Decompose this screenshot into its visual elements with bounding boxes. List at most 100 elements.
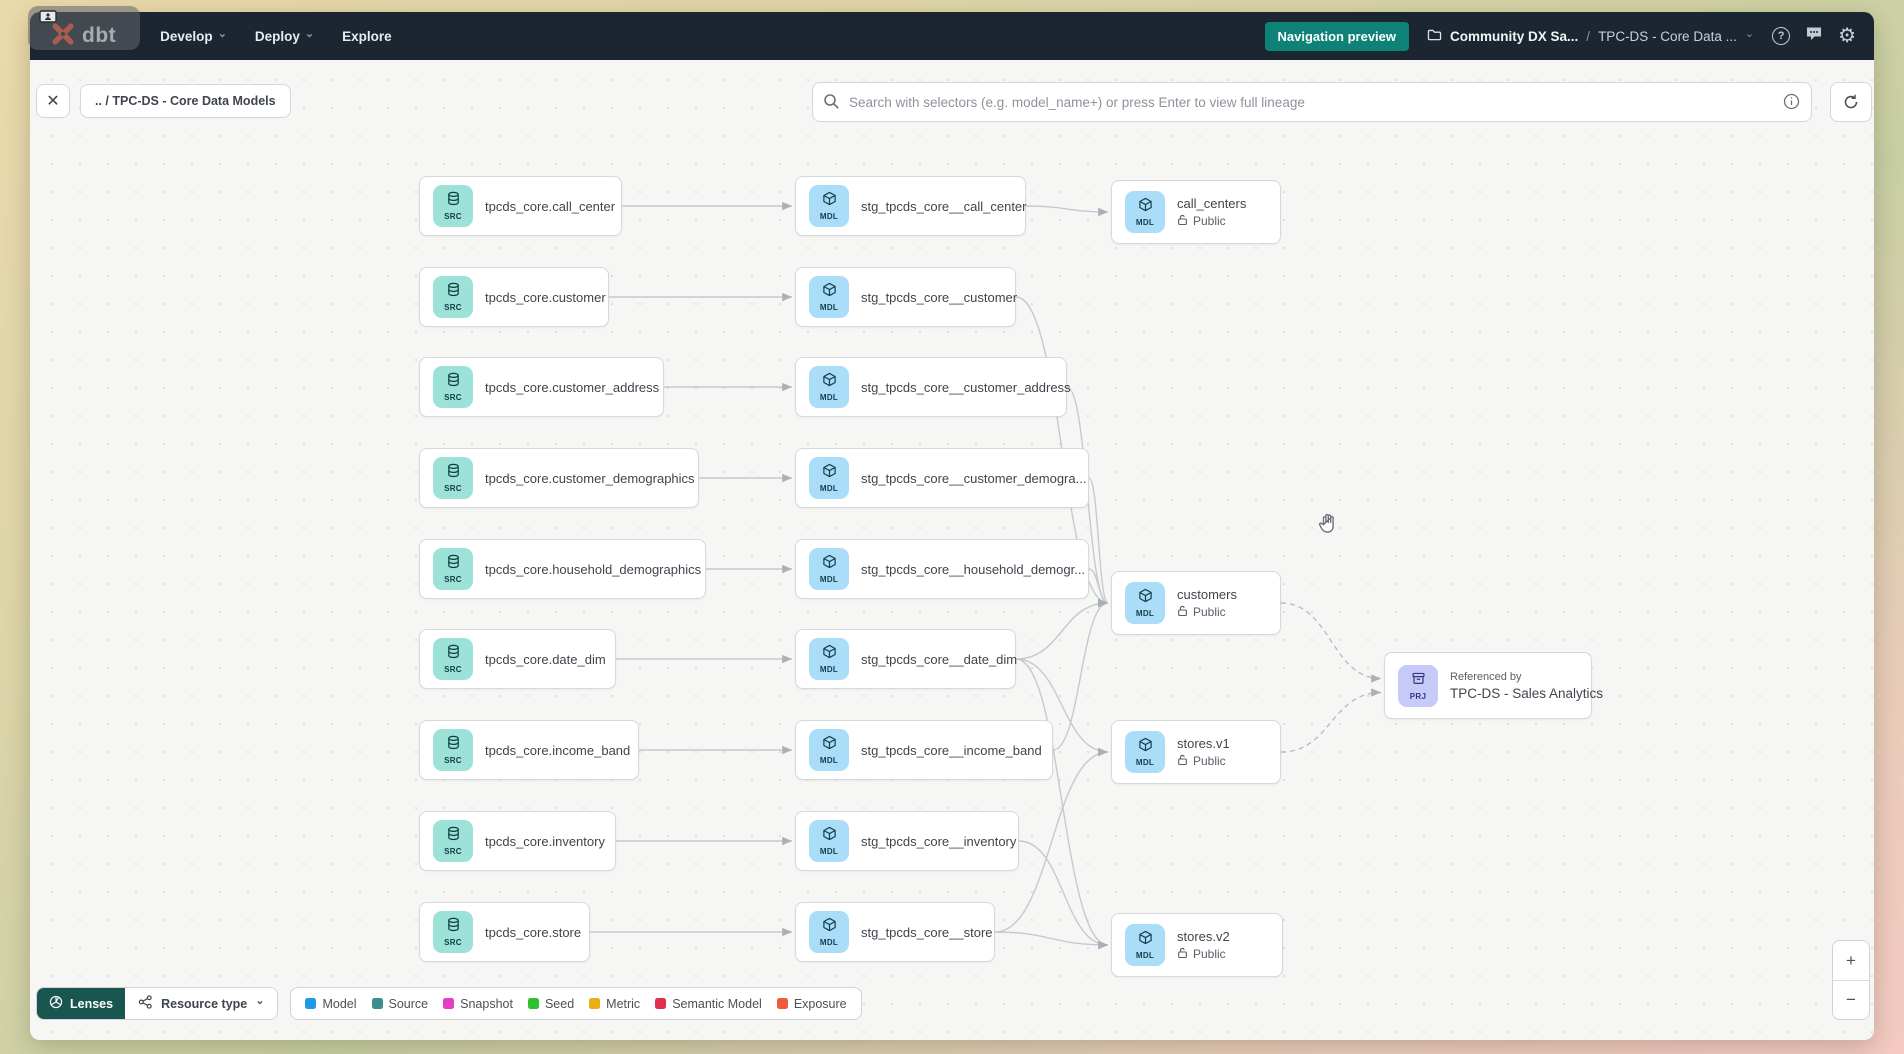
cube-chip: MDL [1125, 191, 1165, 233]
legend-swatch-icon [443, 998, 455, 1009]
node-title: stg_tpcds_core__date_dim [861, 651, 1018, 667]
node-title: tpcds_core.customer_address [485, 379, 660, 395]
navigation-preview-button[interactable]: Navigation preview [1264, 21, 1410, 51]
node-title: tpcds_core.customer [485, 289, 606, 305]
lock-open-icon [1177, 754, 1188, 769]
zoom-in-button[interactable]: + [1833, 941, 1869, 980]
lineage-node-stg_date_dim[interactable]: MDL stg_tpcds_core__date_dim [795, 629, 1018, 689]
lineage-node-stg_customer_demographics[interactable]: MDL stg_tpcds_core__customer_demogra... [795, 448, 1089, 508]
node-access-badge: Public [1193, 947, 1226, 961]
lineage-node-stg_household_demographics[interactable]: MDL stg_tpcds_core__household_demogr... [795, 539, 1089, 599]
node-title: stg_tpcds_core__call_center [861, 198, 1027, 214]
lineage-node-stg_inventory[interactable]: MDL stg_tpcds_core__inventory [795, 811, 1019, 871]
cube-chip: MDL [809, 911, 849, 953]
node-title: stg_tpcds_core__customer_address [861, 379, 1071, 395]
project-breadcrumb[interactable]: Community DX Sa... / TPC-DS - Core Data … [1427, 28, 1754, 44]
lineage-search [812, 82, 1812, 122]
node-title: stg_tpcds_core__inventory [861, 833, 1017, 849]
lineage-node-src_household_demographics[interactable]: SRC tpcds_core.household_demographics [419, 539, 706, 599]
database-chip: SRC [433, 911, 473, 953]
navbar-right: Navigation preview Community DX Sa... / … [1264, 21, 1856, 51]
resource-type-dropdown[interactable]: Resource type ⌄ [125, 988, 278, 1019]
node-access-badge: Public [1193, 605, 1226, 619]
legend-swatch-icon [589, 998, 601, 1009]
nav-menu-deploy[interactable]: Deploy⌄ [254, 27, 315, 44]
node-title: tpcds_core.call_center [485, 198, 616, 214]
zoom-out-button[interactable]: − [1833, 980, 1869, 1019]
lens-aperture-icon [49, 995, 63, 1012]
database-icon [446, 372, 461, 392]
help-icon[interactable]: ? [1772, 27, 1791, 45]
cube-icon [822, 826, 837, 846]
chevron-down-icon: ⌄ [217, 27, 227, 40]
chevron-down-icon: ⌄ [304, 27, 315, 40]
settings-gear-icon[interactable]: ⚙ [1838, 25, 1856, 47]
database-chip: SRC [433, 366, 473, 408]
lineage-node-src_income_band[interactable]: SRC tpcds_core.income_band [419, 720, 639, 780]
database-icon [446, 917, 461, 937]
chevron-down-icon: ⌄ [255, 995, 265, 1007]
cube-chip: MDL [809, 820, 849, 862]
lineage-node-stg_income_band[interactable]: MDL stg_tpcds_core__income_band [795, 720, 1053, 780]
node-title: tpcds_core.household_demographics [485, 561, 702, 577]
database-chip: SRC [433, 276, 473, 318]
cube-icon [822, 917, 837, 937]
cube-chip: MDL [1125, 582, 1165, 624]
lineage-node-src_call_center[interactable]: SRC tpcds_core.call_center [419, 176, 622, 236]
lineage-node-src_store[interactable]: SRC tpcds_core.store [419, 902, 590, 962]
database-icon [446, 282, 461, 302]
cube-icon [822, 191, 837, 211]
lineage-node-src_customer[interactable]: SRC tpcds_core.customer [419, 267, 609, 327]
lineage-node-src_date_dim[interactable]: SRC tpcds_core.date_dim [419, 629, 616, 689]
cube-icon [822, 735, 837, 755]
node-title: stg_tpcds_core__customer_demogra... [861, 470, 1087, 486]
search-icon [823, 93, 840, 115]
nav-menu-develop[interactable]: Develop⌄ [160, 27, 227, 44]
legend-item: Exposure [776, 997, 847, 1011]
lenses-button[interactable]: Lenses [37, 988, 126, 1019]
archive-icon [1411, 671, 1426, 691]
nav-menu-explore[interactable]: Explore [342, 28, 392, 44]
project-name: TPC-DS - Core Data ... [1598, 28, 1737, 44]
close-lineage-button[interactable]: ✕ [36, 84, 70, 118]
refresh-lineage-button[interactable] [1830, 82, 1872, 122]
lineage-node-stg_customer[interactable]: MDL stg_tpcds_core__customer [795, 267, 1017, 327]
legend-swatch-icon [371, 998, 383, 1009]
lineage-node-stg_customer_address[interactable]: MDL stg_tpcds_core__customer_address [795, 357, 1071, 417]
lineage-breadcrumb[interactable]: .. / TPC-DS - Core Data Models [80, 84, 291, 118]
app-window: dbt Develop⌄ Deploy⌄ Explore Navigation … [30, 12, 1874, 1040]
search-input[interactable] [812, 82, 1812, 122]
chevron-down-icon: ⌄ [1744, 27, 1755, 40]
node-title: customers [1177, 586, 1237, 602]
cube-icon [1138, 588, 1153, 608]
lineage-node-src_inventory[interactable]: SRC tpcds_core.inventory [419, 811, 616, 871]
screen-recording-indicator [28, 6, 140, 50]
lineage-node-src_customer_address[interactable]: SRC tpcds_core.customer_address [419, 357, 664, 417]
feedback-icon[interactable] [1805, 25, 1823, 47]
legend-item: Metric [589, 997, 640, 1011]
cube-chip: MDL [1125, 731, 1165, 773]
node-title: stg_tpcds_core__income_band [861, 742, 1042, 758]
node-pretitle: Referenced by [1450, 670, 1522, 683]
nav-menus: Develop⌄ Deploy⌄ Explore [160, 27, 392, 44]
node-title: stores.v2 [1177, 928, 1230, 944]
node-title: tpcds_core.store [485, 924, 582, 940]
database-chip: SRC [433, 820, 473, 862]
cube-icon [822, 554, 837, 574]
lineage-canvas[interactable]: SRC tpcds_core.call_center SRC tpcds_cor… [30, 60, 1874, 1040]
lineage-node-src_customer_demographics[interactable]: SRC tpcds_core.customer_demographics [419, 448, 699, 508]
cube-icon [1138, 737, 1153, 757]
lineage-node-stg_store[interactable]: MDL stg_tpcds_core__store [795, 902, 995, 962]
node-title: tpcds_core.customer_demographics [485, 470, 695, 486]
lineage-node-stg_call_center[interactable]: MDL stg_tpcds_core__call_center [795, 176, 1027, 236]
database-icon [446, 463, 461, 483]
legend-swatch-icon [305, 998, 317, 1009]
cube-chip: MDL [809, 457, 849, 499]
resource-graph-icon [138, 995, 153, 1012]
info-icon[interactable] [1783, 93, 1800, 115]
